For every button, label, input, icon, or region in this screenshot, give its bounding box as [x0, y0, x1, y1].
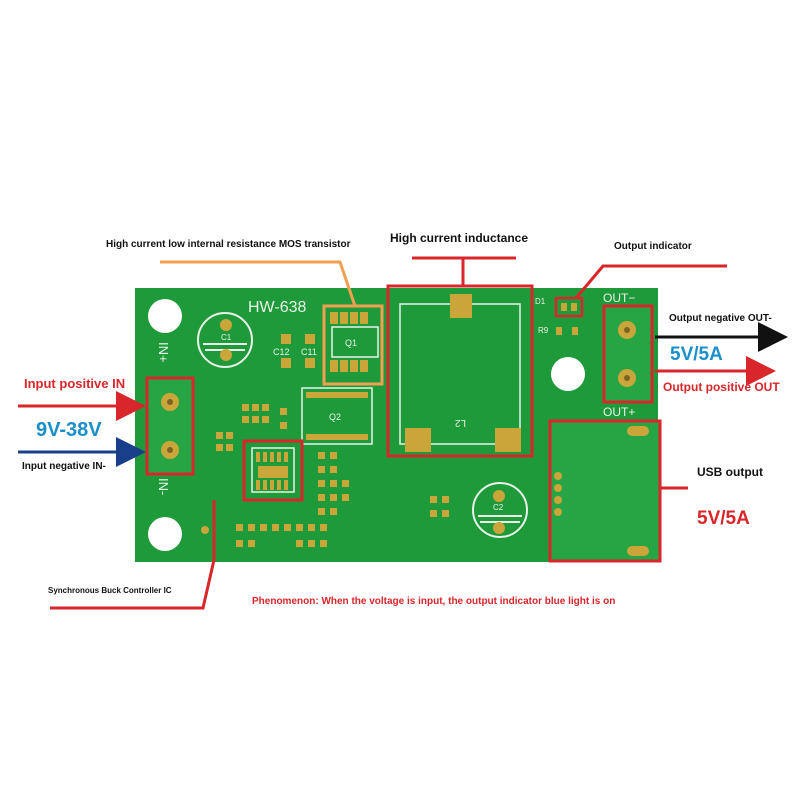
c11-designator: C11: [301, 347, 317, 357]
output-terminal: [602, 304, 654, 404]
q1-designator: Q1: [345, 338, 357, 348]
mounting-hole-right: [551, 357, 585, 391]
controller-ic: [251, 447, 295, 493]
input-negative-annotation: Input negative IN-: [22, 461, 106, 472]
inductor-l2: L2: [399, 294, 521, 452]
mosfet-q2: Q2: [301, 387, 373, 445]
mounting-hole-bottom-left: [148, 517, 182, 551]
mos-callout-line: [160, 260, 357, 307]
c1-designator: C1: [221, 333, 232, 342]
capacitor-c2: [472, 482, 528, 538]
q2-designator: Q2: [329, 412, 341, 422]
c2-designator: C2: [493, 503, 504, 512]
input-terminal: [145, 376, 195, 476]
r9-designator: R9: [538, 326, 549, 335]
output-positive-annotation: Output positive OUT: [663, 380, 780, 394]
mos-highlight-box: [322, 304, 384, 386]
usb-connector: [548, 419, 662, 563]
controller-callout-line: [50, 500, 216, 610]
output-indicator-annotation: Output indicator: [614, 241, 692, 252]
out-plus-label: OUT+: [603, 405, 635, 419]
usb-output-annotation: USB output: [697, 465, 763, 479]
in-plus-label: IN+: [156, 342, 171, 363]
mounting-hole-top-left: [148, 299, 182, 333]
controller-highlight-box: [242, 439, 304, 502]
phenomenon-annotation: Phenomenon: When the voltage is input, t…: [252, 596, 616, 607]
mosfet-q1: Q1: [330, 312, 379, 372]
out-minus-label: OUT−: [603, 291, 635, 305]
usb-rating-annotation: 5V/5A: [697, 508, 750, 529]
input-positive-annotation: Input positive IN: [24, 376, 126, 391]
output-negative-annotation: Output negative OUT-: [669, 313, 772, 324]
l2-designator: L2: [454, 417, 466, 428]
c12-designator: C12: [273, 347, 290, 357]
smd-components-center: [236, 452, 449, 547]
inductor-highlight-box: [386, 284, 534, 458]
board-model-label: HW-638: [248, 299, 306, 316]
d1-designator: D1: [535, 297, 546, 306]
capacitor-c1: [197, 312, 253, 368]
controller-annotation: Synchronous Buck Controller IC: [48, 586, 172, 595]
output-indicator-led: [554, 296, 584, 318]
input-voltage-annotation: 9V-38V: [36, 419, 102, 441]
inductance-annotation: High current inductance: [390, 231, 529, 245]
mos-annotation: High current low internal resistance MOS…: [106, 239, 351, 250]
smd-components-left: [216, 404, 287, 451]
output-rating-annotation: 5V/5A: [670, 344, 723, 365]
output-indicator-callout-line: [574, 264, 727, 299]
in-minus-label: IN-: [156, 478, 171, 495]
